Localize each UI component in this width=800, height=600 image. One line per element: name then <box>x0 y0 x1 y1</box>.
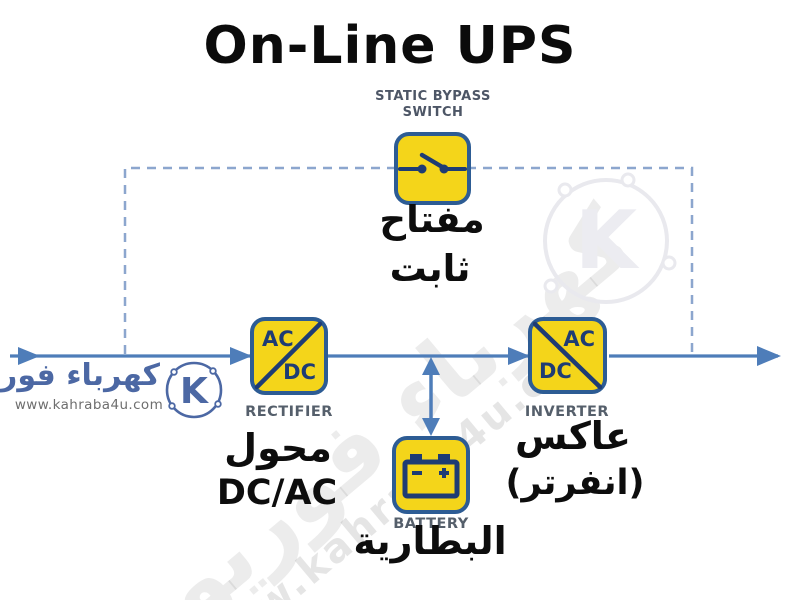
bypass-arabic-line1: مفتاح <box>379 198 485 241</box>
battery-caption: BATTERY <box>393 516 469 532</box>
brand-k-letter: K <box>180 371 209 412</box>
rectifier-arabic-line1: محول <box>224 426 332 470</box>
bypass-caption-line2: SWITCH <box>402 105 464 120</box>
watermark-k-letter: K <box>575 194 640 287</box>
rectifier-box: AC DC <box>250 317 328 395</box>
input-arrowhead <box>18 347 40 365</box>
battery-icon <box>402 454 460 499</box>
output-arrowhead <box>757 346 781 366</box>
page-title: On-Line UPS <box>203 16 577 76</box>
brand-name: كهرباء فوريو <box>0 358 160 393</box>
inverter-arabic-line1: عاكس <box>514 414 632 458</box>
inverter-box: AC DC <box>528 317 607 394</box>
rectifier-arabic-line2: DC/AC <box>216 473 338 513</box>
inverter-ac-label: AC <box>563 327 595 351</box>
bypass-arabic-line2: ثابت <box>389 247 471 290</box>
switch-icon <box>398 152 467 174</box>
battery-box <box>392 436 470 514</box>
watermark-k-logo: K <box>543 172 677 304</box>
battery-arabic: البطارية <box>353 519 507 563</box>
battery-up-arrowhead <box>422 357 440 375</box>
battery-down-arrowhead <box>422 418 440 436</box>
static-bypass-switch-box <box>394 132 471 205</box>
bypass-caption: STATIC BYPASS SWITCH <box>375 89 491 121</box>
rectifier-diagonal <box>254 321 323 390</box>
inverter-caption: INVERTER <box>524 404 610 420</box>
rectifier-ac-label: AC <box>262 327 294 351</box>
inverter-dc-label: DC <box>539 359 572 383</box>
bypass-caption-line1: STATIC BYPASS <box>375 89 491 104</box>
brand-k-logo: K <box>165 361 223 419</box>
rectifier-caption: RECTIFIER <box>245 404 333 420</box>
inverter-in-arrowhead <box>508 347 530 365</box>
rectifier-dc-label: DC <box>283 360 316 384</box>
inverter-diagonal <box>532 321 603 390</box>
brand-website: www.kahraba4u.com <box>14 397 164 413</box>
inverter-arabic-line2: (انفرتر) <box>505 463 645 503</box>
rectifier-in-arrowhead <box>230 347 252 365</box>
